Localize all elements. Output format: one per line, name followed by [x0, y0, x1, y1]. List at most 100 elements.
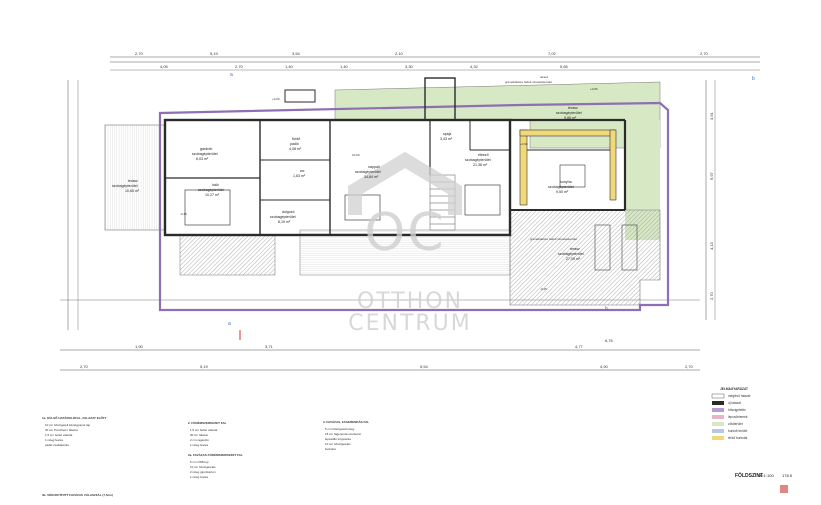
dim-top-1: 2,70: [135, 51, 144, 56]
legend: JELMAGYARÁZAT meglévő falazat új falazat…: [711, 386, 750, 440]
spec-line: 10 cm hőszigetelés: [190, 465, 216, 469]
room-sub: padló: [290, 142, 299, 146]
dim-bottom-1: 2,70: [80, 364, 89, 369]
legend-item: új falazat: [728, 401, 741, 405]
room-name: étkező: [478, 153, 489, 157]
room-name: nappali: [368, 165, 380, 169]
legend-item: hőszigetelés: [728, 408, 746, 412]
title-label: FÖLDSZINT: [735, 472, 763, 479]
room-area: 34,84 m²: [364, 175, 379, 179]
spec-line: 1 réteg festés: [45, 438, 64, 442]
axis-marker-b: b: [752, 76, 755, 82]
room-name: terasz: [570, 247, 580, 251]
sofa: [344, 194, 381, 221]
spec-line: 1 réteg festés: [190, 475, 209, 479]
bed: [184, 189, 231, 226]
level-marker: ±0,00: [352, 153, 360, 157]
spec-line: burkolat: [325, 447, 336, 451]
level-marker: +0,80: [590, 87, 598, 91]
room-sub: szobagépterület: [556, 111, 582, 115]
room-area: 9,50 m²: [556, 190, 569, 194]
right-dimension-lines: 3,91 6,97 4,13 2,70: [705, 80, 716, 320]
title-number: 178.5: [782, 473, 793, 478]
room-sub: szobagépterület: [192, 152, 218, 156]
room-name: terasz: [568, 106, 578, 110]
room-name: terasz: [128, 179, 138, 183]
room-sub: szobagépterület: [270, 215, 296, 219]
title-block: FÖLDSZINT M=1:100 178.5: [735, 472, 793, 493]
spec-line: lépésálló szigetelés: [325, 437, 352, 441]
room-sub: szobagépterület: [465, 158, 491, 162]
spec-line: padló csatlakozás: [45, 443, 69, 447]
room-area: 4,08 m²: [289, 147, 302, 151]
spec-line: 1,5 cm belső vakolat: [45, 433, 73, 437]
legend-item: meglévő falazat: [728, 394, 750, 398]
room-furdo: fürdő padló 4,08 m²: [289, 137, 302, 151]
spec-block-1a: 1a. KÜLSŐ HATÁROLÓFAL, FALAZAT ELŐTT 10 …: [42, 415, 113, 497]
spec-line: 5 cm OSB lap: [190, 460, 209, 464]
building-insulation-outline: [158, 101, 670, 312]
room-sub: szobagépterület: [355, 170, 381, 174]
bottom-center-deck: [299, 229, 511, 276]
walls: [163, 77, 627, 237]
spec-line: 30 cm Porotherm falazat: [45, 428, 78, 432]
room-spajz: spájz 3,43 m²: [440, 132, 453, 141]
room-area: 6,03 m²: [196, 157, 209, 161]
level-marker: +0,90: [520, 142, 528, 146]
dim-top2-3: 1,40: [285, 64, 294, 69]
room-area: 8,19 m²: [278, 220, 291, 224]
legend-item: zöldterület: [728, 422, 743, 426]
spec-line: 30 cm falazat: [190, 433, 208, 437]
top-terrace-label: terasz: [540, 75, 549, 79]
level-marker: +0,00: [272, 97, 280, 101]
spec-block-2: 2. FÖDÉMSZERKEZET FAL 1,5 cm belső vakol…: [188, 420, 227, 447]
spec-title: 3. FAVÁZAS, FAGERENDÁS FAL: [323, 419, 369, 424]
legend-item: térkő burkolat: [728, 436, 747, 440]
room-gardrob: gardrób szobagépterület 6,03 m²: [192, 147, 218, 161]
axis-marker-a2: a: [228, 321, 231, 327]
room-area: 27,05 m²: [566, 257, 581, 261]
title-scale: M=1:100: [758, 473, 774, 478]
spec-block-3: 3. FAVÁZAS, FAGERENDÁS FAL 5 cm hősziget…: [323, 419, 369, 451]
dim-top-4: 2,10: [395, 51, 404, 56]
room-area: 21,36 m²: [473, 163, 488, 167]
axis-markers: a b a b: [228, 72, 755, 340]
terrace-table-2: [621, 224, 638, 271]
dim-top-2: 5,19: [210, 51, 219, 56]
dim-top2-5: 3,30: [405, 64, 414, 69]
room-sub: szobagépterület: [558, 252, 584, 256]
spec-line: 1,5 cm belső vakolat: [190, 428, 218, 432]
room-nappali: nappali szobagépterület 34,84 m²: [355, 165, 381, 179]
room-sub: szobagépterület: [548, 185, 574, 189]
left-terrace-deck: [104, 124, 166, 231]
axis-marker-a: a: [230, 72, 233, 78]
room-name: spájz: [443, 132, 452, 136]
dim-top-5: 7,02: [548, 51, 557, 56]
room-sub: szobagépterület: [198, 188, 224, 192]
right-terrace-sub: grsnetkötésre fedett szerelésterület: [530, 237, 577, 241]
room-area: 10,65 m²: [125, 189, 140, 193]
dining-table: [464, 184, 501, 216]
dim-right-1: 3,91: [709, 111, 714, 120]
room-name: gardrób: [200, 147, 212, 151]
watermark: OC OTTHON CENTRUM: [348, 151, 470, 336]
room-dolgozo: dolgozó szobagépterület 8,19 m²: [270, 210, 296, 224]
bottom-left-hatched: [179, 234, 276, 276]
legend-item: lépcsőelemek: [728, 415, 748, 419]
level-markers: +0,00 ±0,00 -0,15 +0,80 +0,90 -0,25: [180, 87, 598, 291]
top-dimension-lines: 2,70 5,19 3,54 2,10 7,02 2,70 4,05 2,70 …: [110, 51, 760, 71]
spec-line: 1 réteg festés: [190, 443, 209, 447]
spec-block-2a: 2a. FAVÁZAS FÖDÉMSZERKEZET FAL 5 cm OSB …: [188, 452, 243, 479]
legend-title: JELMAGYARÁZAT: [720, 386, 748, 391]
room-area: 10,27 m²: [205, 193, 220, 197]
watermark-line1: OTTHON: [357, 289, 463, 314]
dim-bottom2-2: 3,71: [265, 344, 274, 349]
room-area: 1,63 m²: [293, 174, 306, 178]
spec-line: 2 réteg gipszkarton: [190, 470, 216, 474]
dim-top-6: 2,70: [700, 51, 709, 56]
dim-top2-7: 5,65: [560, 64, 569, 69]
right-terrace-hatched: [509, 209, 661, 306]
spec-line: 10 cm hőszigetelés: [325, 442, 351, 446]
